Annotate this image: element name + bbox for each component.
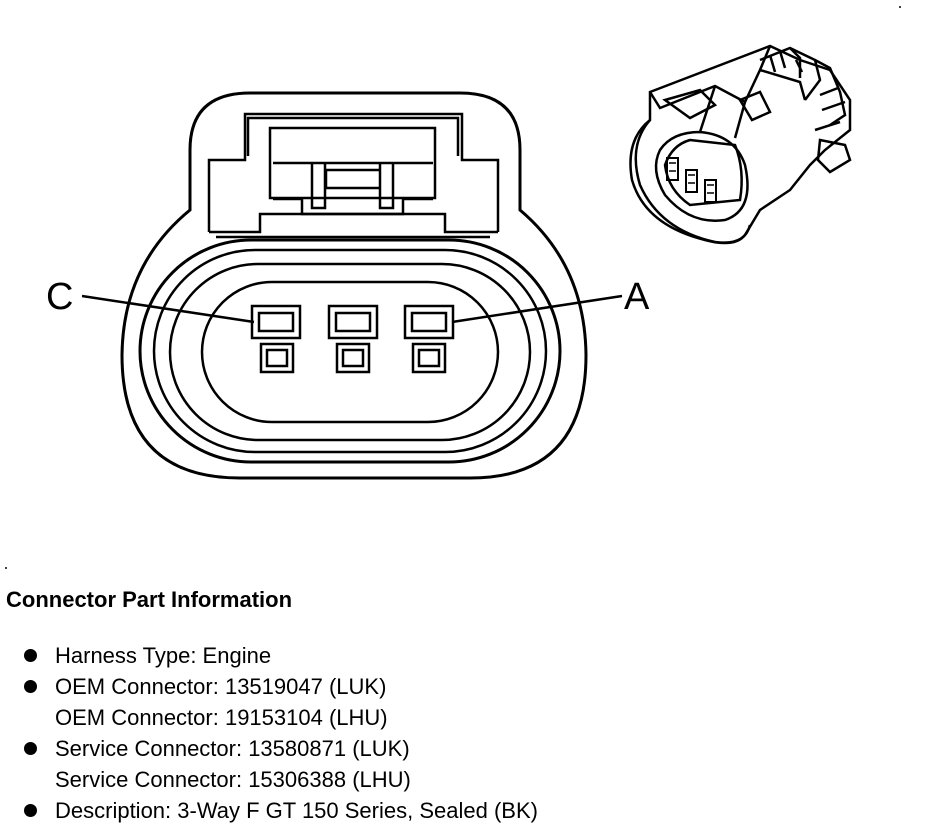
bullet-icon — [24, 804, 37, 817]
section-heading: Connector Part Information — [6, 587, 293, 612]
leader-line-c — [81, 294, 255, 324]
list-item: Service Connector: 13580871 (LUK) Servic… — [22, 733, 538, 795]
cavity-a — [403, 304, 455, 374]
latch-detail — [273, 161, 433, 216]
iso-side-tab — [816, 138, 852, 174]
list-item-text: Service Connector: 15306388 (LHU) — [55, 767, 411, 792]
housing-outline — [120, 91, 588, 480]
connector-diagram — [5, 6, 901, 569]
list-item: OEM Connector: 13519047 (LUK) OEM Connec… — [22, 671, 538, 733]
list-item-text: OEM Connector: 13519047 (LUK) — [55, 674, 387, 699]
seal-ring-outer — [138, 238, 562, 464]
list-item: Harness Type: Engine — [22, 640, 538, 671]
margin-dot — [5, 567, 7, 569]
connector-iso-view — [629, 44, 852, 245]
cavity-b — [327, 304, 379, 374]
cavity-c — [250, 304, 302, 374]
latch-frame — [207, 112, 500, 232]
seal-ring-inner — [200, 280, 500, 424]
connector-face-view — [81, 91, 623, 480]
latch-tab — [268, 126, 437, 200]
iso-pin-c — [666, 157, 679, 181]
iso-pin-a — [704, 179, 717, 203]
list-item: Description: 3-Way F GT 150 Series, Seal… — [22, 795, 538, 826]
iso-face — [654, 130, 749, 222]
iso-pin-b — [685, 169, 698, 193]
connector-info-list: Harness Type: Engine OEM Connector: 1351… — [22, 640, 538, 826]
list-item-text: OEM Connector: 19153104 (LHU) — [55, 705, 388, 730]
corner-dot — [899, 6, 901, 8]
iso-top-box — [662, 88, 772, 122]
iso-face-inner — [663, 138, 743, 207]
latch-outer — [246, 116, 460, 156]
pin-label-c: C — [46, 276, 74, 318]
bullet-icon — [24, 742, 37, 755]
list-item-text: Harness Type: Engine — [55, 643, 272, 668]
leader-line-a — [451, 294, 623, 324]
list-item-text: Service Connector: 13580871 (LUK) — [55, 736, 410, 761]
list-item-text: Description: 3-Way F GT 150 Series, Seal… — [55, 798, 538, 823]
seal-ring-3 — [168, 262, 532, 442]
latch-base — [209, 212, 498, 234]
iso-front-rim — [634, 119, 752, 244]
bullet-icon — [24, 680, 37, 693]
iso-latch-lines — [768, 50, 846, 132]
bullet-icon — [24, 649, 37, 662]
seal-ring-2 — [152, 248, 548, 454]
pin-label-a: A — [624, 276, 650, 318]
iso-body-outer — [629, 44, 852, 245]
